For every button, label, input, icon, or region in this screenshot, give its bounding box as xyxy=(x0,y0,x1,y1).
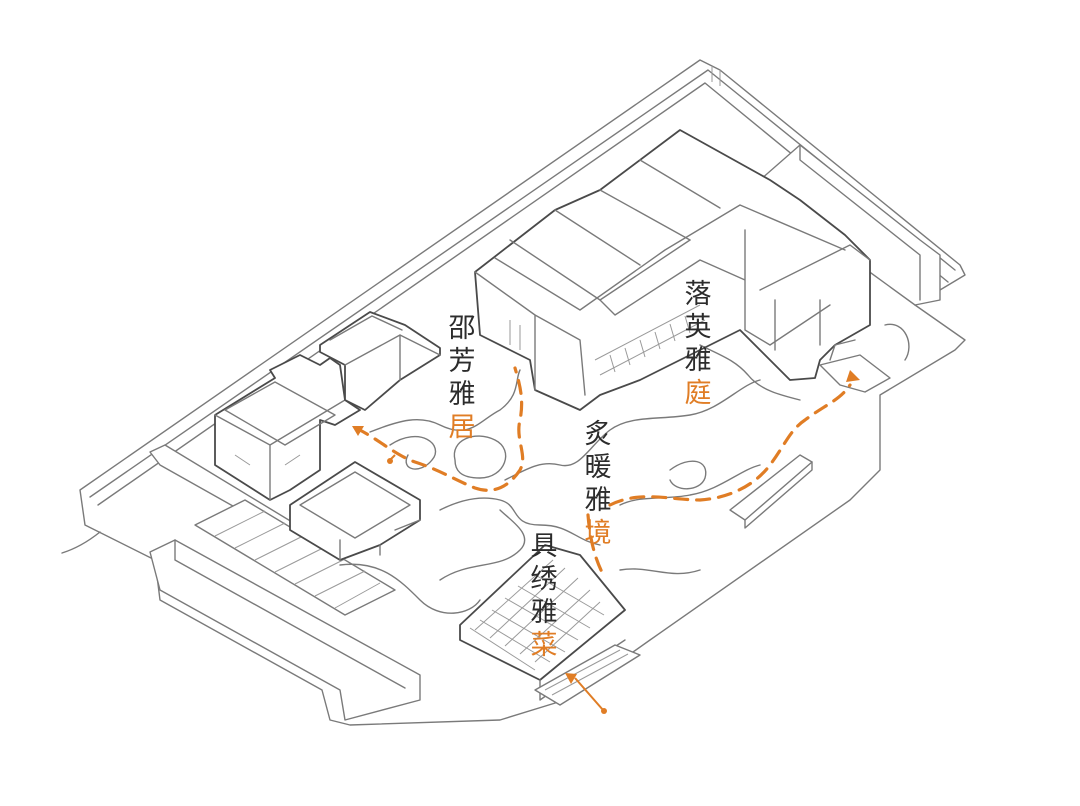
north-pavilion xyxy=(319,311,441,411)
label-yuanya-jing-accent: 境 xyxy=(584,518,612,549)
label-xiuya-yuan-char-2: 绣 xyxy=(530,564,558,595)
label-luoying-ting: 落 英 雅 庭 xyxy=(678,278,718,410)
label-xiuya-yuan-char-1: 具 xyxy=(530,531,558,562)
label-fangya-ju-char-3: 雅 xyxy=(448,379,476,410)
label-fangya-ju: 邵 芳 雅 居 xyxy=(442,312,482,444)
arrow-head-south xyxy=(565,673,577,684)
south-entrance xyxy=(534,644,641,706)
arrow-head-west xyxy=(352,426,364,436)
label-fangya-ju-accent: 居 xyxy=(448,412,476,443)
label-yuanya-jing-char-1: 炙 xyxy=(584,419,612,450)
arrow-head-east xyxy=(846,370,860,382)
label-yuanya-jing-char-3: 雅 xyxy=(584,485,612,516)
southwest-building xyxy=(289,461,421,561)
label-fangya-ju-char-1: 邵 xyxy=(448,313,476,344)
label-luoying-ting-char-2: 英 xyxy=(684,312,712,343)
label-luoying-ting-char-3: 雅 xyxy=(684,345,712,376)
label-xiuya-yuan: 具 绣 雅 菜 xyxy=(524,530,564,662)
west-building xyxy=(214,354,361,501)
label-luoying-ting-accent: 庭 xyxy=(684,378,712,409)
label-xiuya-yuan-accent: 菜 xyxy=(530,630,558,661)
main-hall xyxy=(474,129,871,411)
route-dot-west xyxy=(387,458,393,464)
label-yuanya-jing-char-2: 暖 xyxy=(584,452,612,483)
visitor-route xyxy=(354,366,852,711)
route-dot-south xyxy=(601,708,607,714)
east-low-walls xyxy=(729,339,891,529)
label-luoying-ting-char-1: 落 xyxy=(684,279,712,310)
landscape-curves xyxy=(339,323,910,614)
route-arrows xyxy=(352,370,860,714)
label-yuanya-jing: 炙 暖 雅 境 xyxy=(578,418,618,550)
label-fangya-ju-char-2: 芳 xyxy=(448,346,476,377)
parking-stripes xyxy=(194,499,396,616)
label-xiuya-yuan-char-3: 雅 xyxy=(530,597,558,628)
